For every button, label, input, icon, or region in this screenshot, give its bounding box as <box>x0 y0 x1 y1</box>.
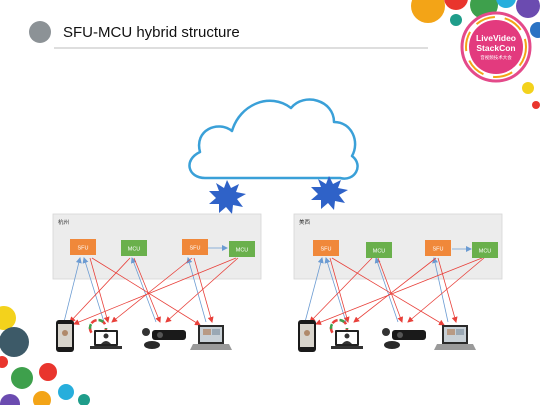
region-label-uswest: 美西 <box>299 218 311 226</box>
cloud-icon <box>188 98 359 180</box>
conference-camera-icon <box>142 328 186 349</box>
decor-top-right <box>411 0 540 109</box>
svg-text:MCU: MCU <box>479 249 492 255</box>
webrtc-desktop-icon <box>88 318 122 349</box>
node-mcu: MCU <box>229 241 255 257</box>
node-sfu: SFU <box>182 239 208 255</box>
svg-text:MCU: MCU <box>128 247 141 253</box>
node-mcu: MCU <box>121 240 147 256</box>
svg-text:SFU: SFU <box>433 247 444 253</box>
links-hangzhou <box>63 245 239 326</box>
logo-line2: StackCon <box>476 43 515 53</box>
node-mcu: MCU <box>472 242 498 258</box>
logo-line1: LiveVideo <box>476 33 516 43</box>
slide-title: SFU-MCU hybrid structure <box>63 24 240 41</box>
node-mcu: MCU <box>366 242 392 258</box>
laptop-icon <box>190 325 232 350</box>
svg-text:SFU: SFU <box>321 247 332 253</box>
links-uswest <box>304 246 485 326</box>
decor-bottom-left <box>0 306 90 405</box>
title-bullet <box>29 21 51 43</box>
livevideo-stackcon-logo: LiveVideo StackCon 音视频技术大会 <box>460 11 532 83</box>
node-sfu: SFU <box>70 239 96 255</box>
smartphone-icon <box>298 320 316 352</box>
logo-line3: 音视频技术大会 <box>480 54 512 61</box>
svg-text:MCU: MCU <box>373 249 386 255</box>
region-label-hangzhou: 杭州 <box>58 218 69 226</box>
svg-text:SFU: SFU <box>78 246 89 252</box>
burst-icon-left <box>209 180 246 214</box>
laptop-icon <box>434 325 476 350</box>
webrtc-desktop-icon <box>329 318 363 349</box>
node-sfu: SFU <box>425 240 451 256</box>
conference-camera-icon <box>382 328 426 349</box>
burst-icon-right <box>311 176 348 210</box>
svg-text:SFU: SFU <box>190 246 201 252</box>
node-sfu: SFU <box>313 240 339 256</box>
svg-text:MCU: MCU <box>236 248 249 254</box>
smartphone-icon <box>56 320 74 352</box>
